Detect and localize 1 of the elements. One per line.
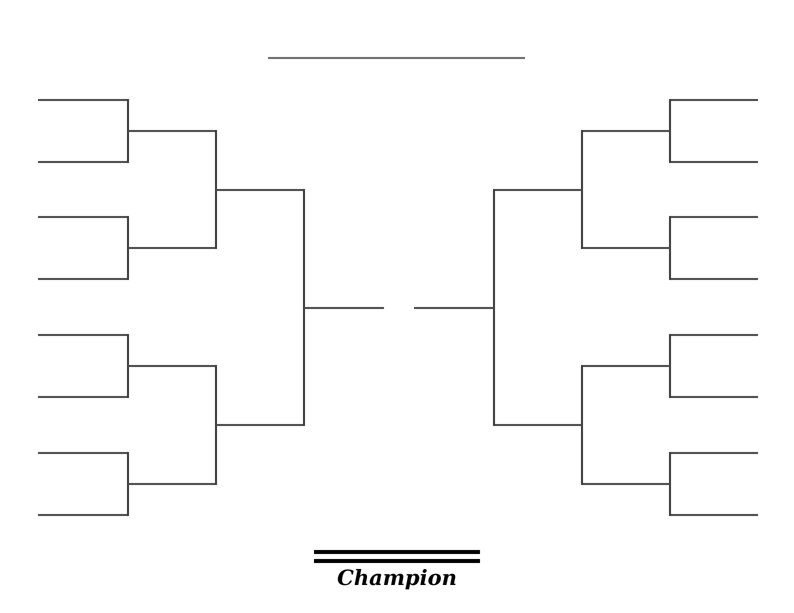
champion-label: Champion (337, 567, 457, 588)
